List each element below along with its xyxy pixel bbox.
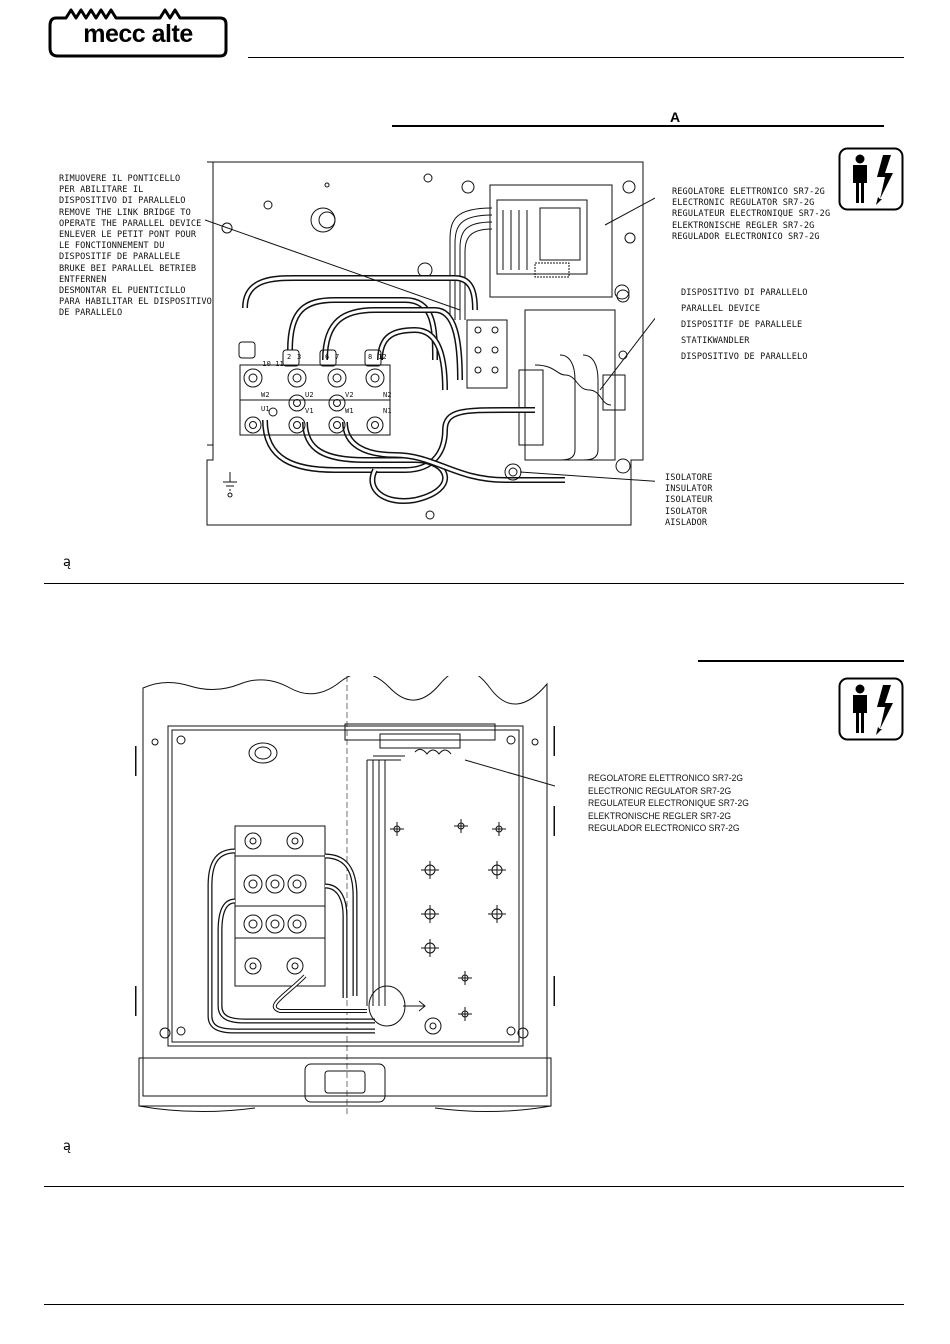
terminal-label: U2 bbox=[305, 391, 314, 399]
brand-name: mecc alte bbox=[83, 20, 193, 48]
page-bottom-rule bbox=[44, 1304, 904, 1305]
regulator-label-1: REGOLATORE ELETTRONICO SR7-2G ELECTRONIC… bbox=[672, 187, 831, 242]
terminal-labels: 10 11 bbox=[245, 352, 284, 376]
terminal-label: 8 bbox=[368, 353, 373, 361]
terminal-label: 2 bbox=[287, 353, 292, 361]
logo-frame bbox=[48, 8, 228, 58]
terminal-label: 12 bbox=[378, 353, 387, 361]
wiring-diagram-1: 10 11 2 3 6 7 8 12 W2 U2 V2 N2 U1 V1 W1 … bbox=[205, 160, 655, 530]
terminal-label: N1 bbox=[383, 407, 392, 415]
electrical-hazard-icon bbox=[838, 147, 904, 211]
section2-bottom-rule bbox=[44, 1186, 904, 1187]
terminal-label: 11 bbox=[275, 360, 284, 368]
brand-logo: mecc alte bbox=[48, 6, 228, 58]
terminal-label: W1 bbox=[345, 407, 354, 415]
parallel-device-label: DISPOSITIVO DI PARALLELO PARALLEL DEVICE… bbox=[681, 288, 808, 362]
link-bridge-label: RIMUOVERE IL PONTICELLO PER ABILITARE IL… bbox=[59, 174, 212, 319]
terminal-label: N2 bbox=[383, 391, 392, 399]
terminal-label: 10 bbox=[262, 360, 271, 368]
terminal-label: V1 bbox=[305, 407, 314, 415]
section1-bottom-rule bbox=[44, 583, 904, 584]
electrical-hazard-icon bbox=[838, 677, 904, 741]
terminal-label: U1 bbox=[261, 405, 270, 413]
terminal-label: 6 bbox=[325, 353, 330, 361]
terminal-label: 7 bbox=[335, 353, 340, 361]
terminal-label: V2 bbox=[345, 391, 354, 399]
wiring-diagram-2 bbox=[135, 676, 555, 1116]
footnote-mark-2: ą bbox=[63, 1139, 71, 1154]
header-rule bbox=[248, 57, 904, 58]
section2-rule bbox=[698, 660, 904, 662]
footnote-mark-1: ą bbox=[63, 555, 71, 570]
section1-rule bbox=[392, 125, 884, 127]
regulator-label-2: REGOLATORE ELETTRONICO SR7-2G ELECTRONIC… bbox=[588, 773, 749, 835]
terminal-label: W2 bbox=[261, 391, 270, 399]
section1-letter: A bbox=[670, 109, 681, 125]
terminal-label: 3 bbox=[297, 353, 302, 361]
insulator-label: ISOLATORE INSULATOR ISOLATEUR ISOLATOR A… bbox=[665, 473, 713, 528]
